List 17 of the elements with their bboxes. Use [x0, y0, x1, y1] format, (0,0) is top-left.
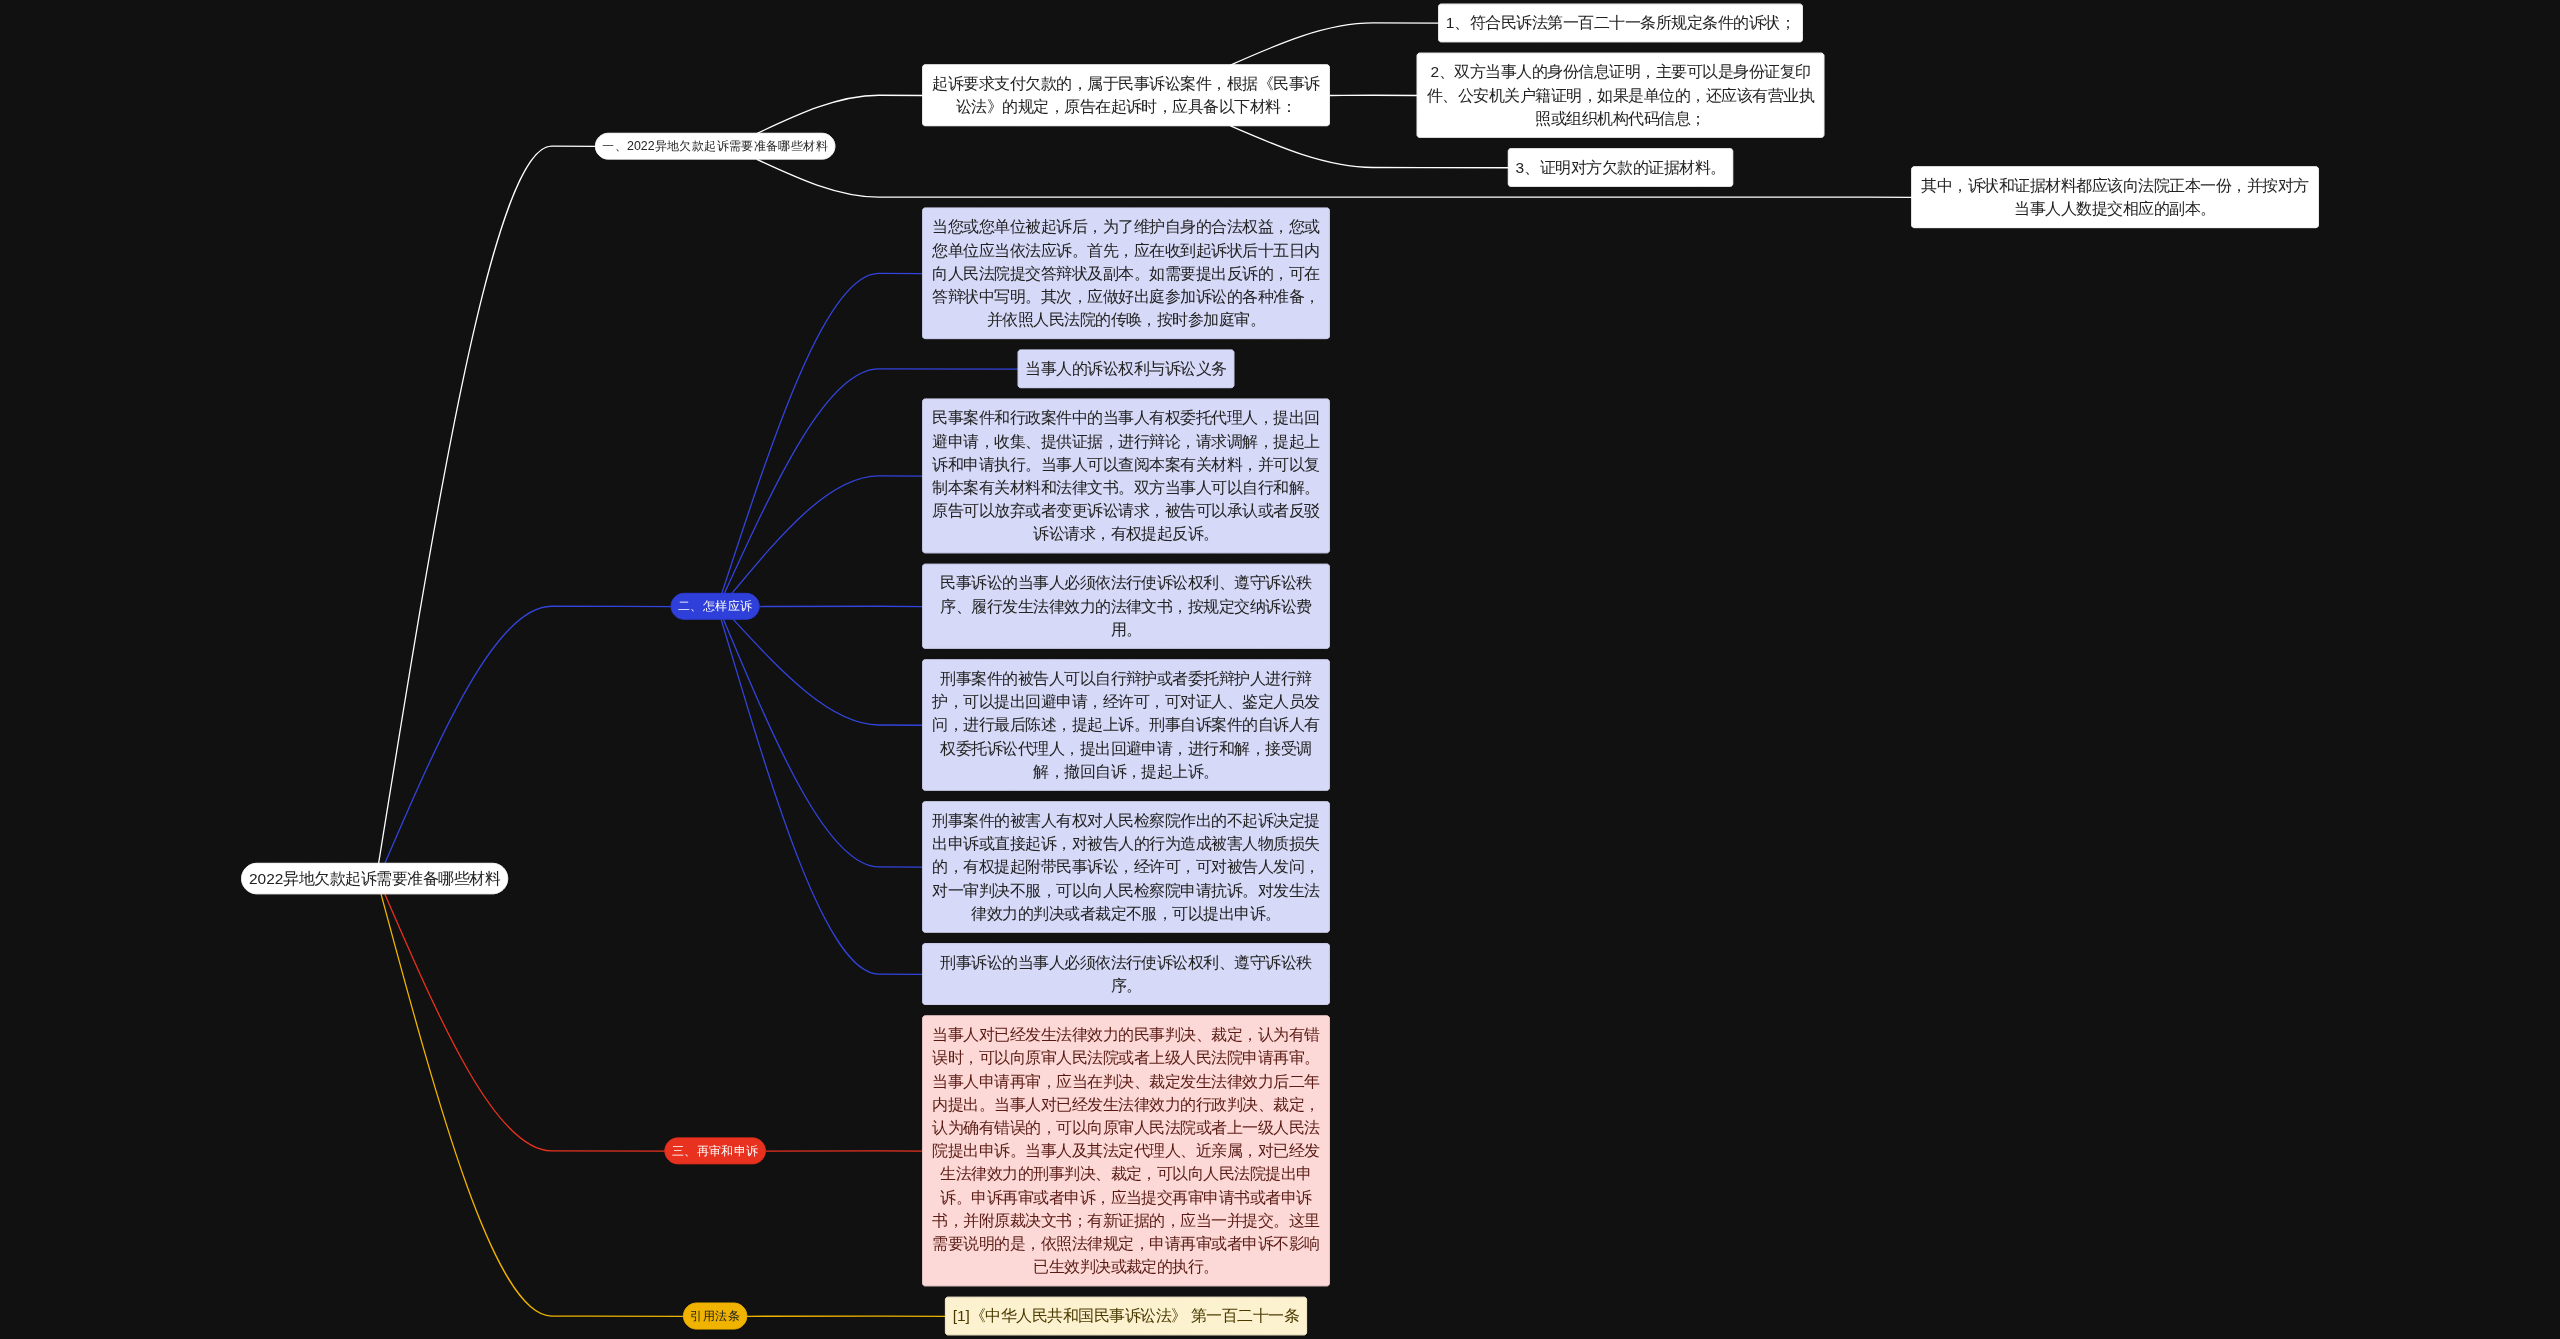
connector	[764, 1150, 924, 1152]
connector	[1329, 94, 1419, 97]
connector	[758, 605, 924, 608]
connector	[732, 618, 924, 726]
connector	[1229, 125, 1510, 169]
connector	[746, 1315, 947, 1317]
connector	[756, 158, 1913, 199]
connector	[377, 145, 597, 865]
connector	[721, 272, 924, 595]
connector	[380, 893, 685, 1317]
connector	[384, 893, 666, 1152]
connector	[730, 475, 924, 595]
connector	[756, 94, 924, 135]
connector	[723, 368, 1020, 595]
connector	[722, 618, 924, 868]
connector	[720, 618, 924, 975]
connector	[384, 605, 673, 865]
